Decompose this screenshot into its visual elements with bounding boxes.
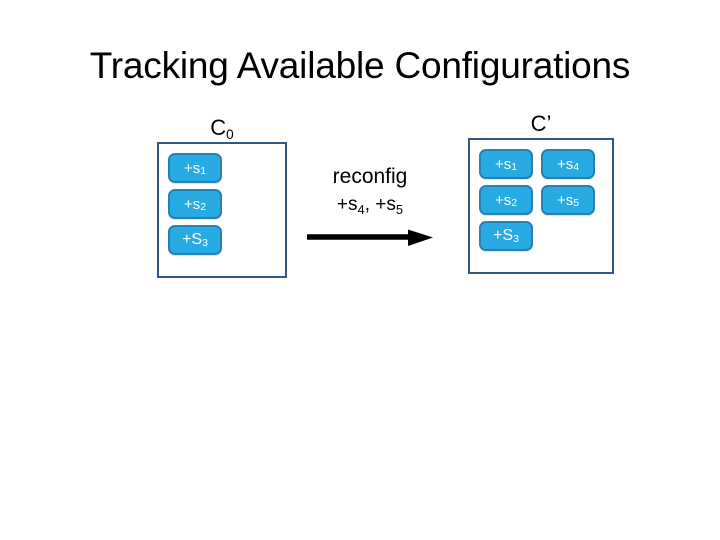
reconfig-op-b-prefix: +s bbox=[375, 194, 396, 215]
service-chip-s2-subscript: 2 bbox=[200, 200, 207, 213]
service-chip-cprime-s5-subscript: 5 bbox=[573, 196, 580, 209]
service-chip-s1-subscript: 1 bbox=[200, 164, 207, 177]
service-chip-cprime-s3-prefix: +S bbox=[493, 227, 514, 244]
arrow-head bbox=[408, 229, 433, 246]
reconfig-op-b-subscript: 5 bbox=[395, 202, 404, 217]
configuration-label-c0-base: C bbox=[210, 115, 227, 140]
service-chip-cprime-s1-prefix: +s bbox=[494, 155, 512, 173]
configuration-label-c0: C0 bbox=[157, 115, 287, 143]
service-chip-cprime-s2-prefix: +s bbox=[494, 191, 512, 209]
reconfig-label: reconfig bbox=[332, 165, 408, 188]
configuration-label-c0-subscript: 0 bbox=[226, 127, 234, 142]
reconfig-annotation: reconfig +s4, +s5 bbox=[300, 164, 440, 219]
service-chip-cprime-s4-prefix: +s bbox=[556, 155, 574, 173]
reconfig-operations: +s4, +s5 bbox=[300, 192, 440, 219]
reconfig-op-a-subscript: 4 bbox=[357, 202, 365, 217]
service-chip-cprime-s4-subscript: 4 bbox=[573, 160, 580, 173]
reconfig-op-separator: , bbox=[364, 194, 376, 215]
service-chip-s3-prefix: +S bbox=[182, 231, 203, 248]
service-chip-cprime-s2-subscript: 2 bbox=[511, 196, 518, 209]
service-chip-s2-prefix: +s bbox=[183, 195, 201, 213]
service-chip-cprime-s1-subscript: 1 bbox=[511, 160, 518, 173]
reconfig-op-a-prefix: +s bbox=[336, 194, 358, 215]
configuration-label-cprime: C’ bbox=[530, 111, 552, 136]
service-chip-cprime-s5-prefix: +s bbox=[556, 191, 574, 209]
service-chip-s3-subscript: 3 bbox=[202, 236, 208, 249]
arrow-right-icon bbox=[307, 229, 433, 246]
page-title: Tracking Available Configurations bbox=[89, 45, 631, 86]
service-chip-s1-prefix: +s bbox=[183, 159, 201, 177]
service-chip-cprime-s3-subscript: 3 bbox=[513, 232, 519, 245]
